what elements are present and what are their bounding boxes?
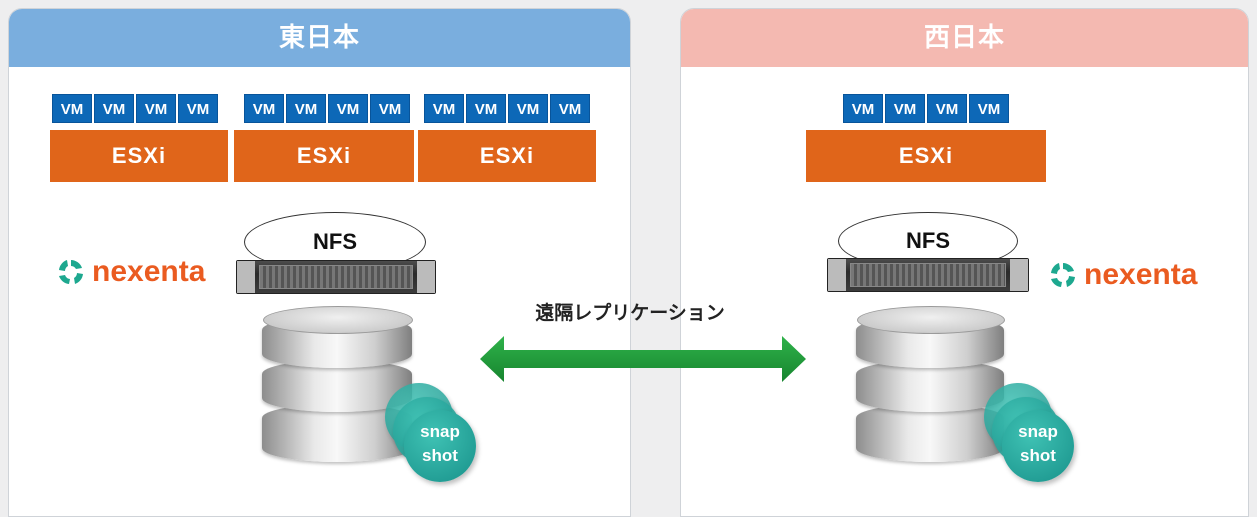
nexenta-logo-icon [1051, 263, 1075, 287]
vm-box: VM [94, 94, 134, 123]
vm-box: VM [508, 94, 548, 123]
vm-box: VM [52, 94, 92, 123]
esxi-host: ESXi [418, 130, 596, 182]
snapshot-label-line1: snap [1018, 422, 1058, 441]
nexenta-logo-text: nexenta [92, 255, 206, 288]
region-west-title: 西日本 [681, 9, 1248, 67]
vm-box: VM [244, 94, 284, 123]
nexenta-logo-east: nexenta [56, 255, 205, 289]
snapshot-label-line1: snap [420, 422, 460, 441]
esxi-host: ESXi [50, 130, 228, 182]
snapshot-label-line2: shot [1020, 446, 1056, 465]
vm-box: VM [550, 94, 590, 123]
nexenta-logo-west: nexenta [1048, 258, 1197, 292]
vm-box: VM [843, 94, 883, 123]
nexenta-logo-icon [59, 260, 83, 284]
bidirectional-arrow-icon [480, 336, 806, 382]
vm-box: VM [885, 94, 925, 123]
region-east-title: 東日本 [9, 9, 630, 67]
vm-box: VM [969, 94, 1009, 123]
vm-box: VM [328, 94, 368, 123]
snapshot-label-line2: shot [422, 446, 458, 465]
nexenta-logo-text: nexenta [1084, 258, 1198, 291]
storage-server-icon [236, 260, 436, 294]
vm-box: VM [178, 94, 218, 123]
storage-server-icon [827, 258, 1029, 292]
vm-box: VM [370, 94, 410, 123]
esxi-host: ESXi [806, 130, 1046, 182]
vm-box: VM [136, 94, 176, 123]
vm-box: VM [424, 94, 464, 123]
vm-box: VM [466, 94, 506, 123]
vm-box: VM [927, 94, 967, 123]
esxi-host: ESXi [234, 130, 414, 182]
replication-label: 遠隔レプリケーション [535, 302, 725, 324]
vm-box: VM [286, 94, 326, 123]
